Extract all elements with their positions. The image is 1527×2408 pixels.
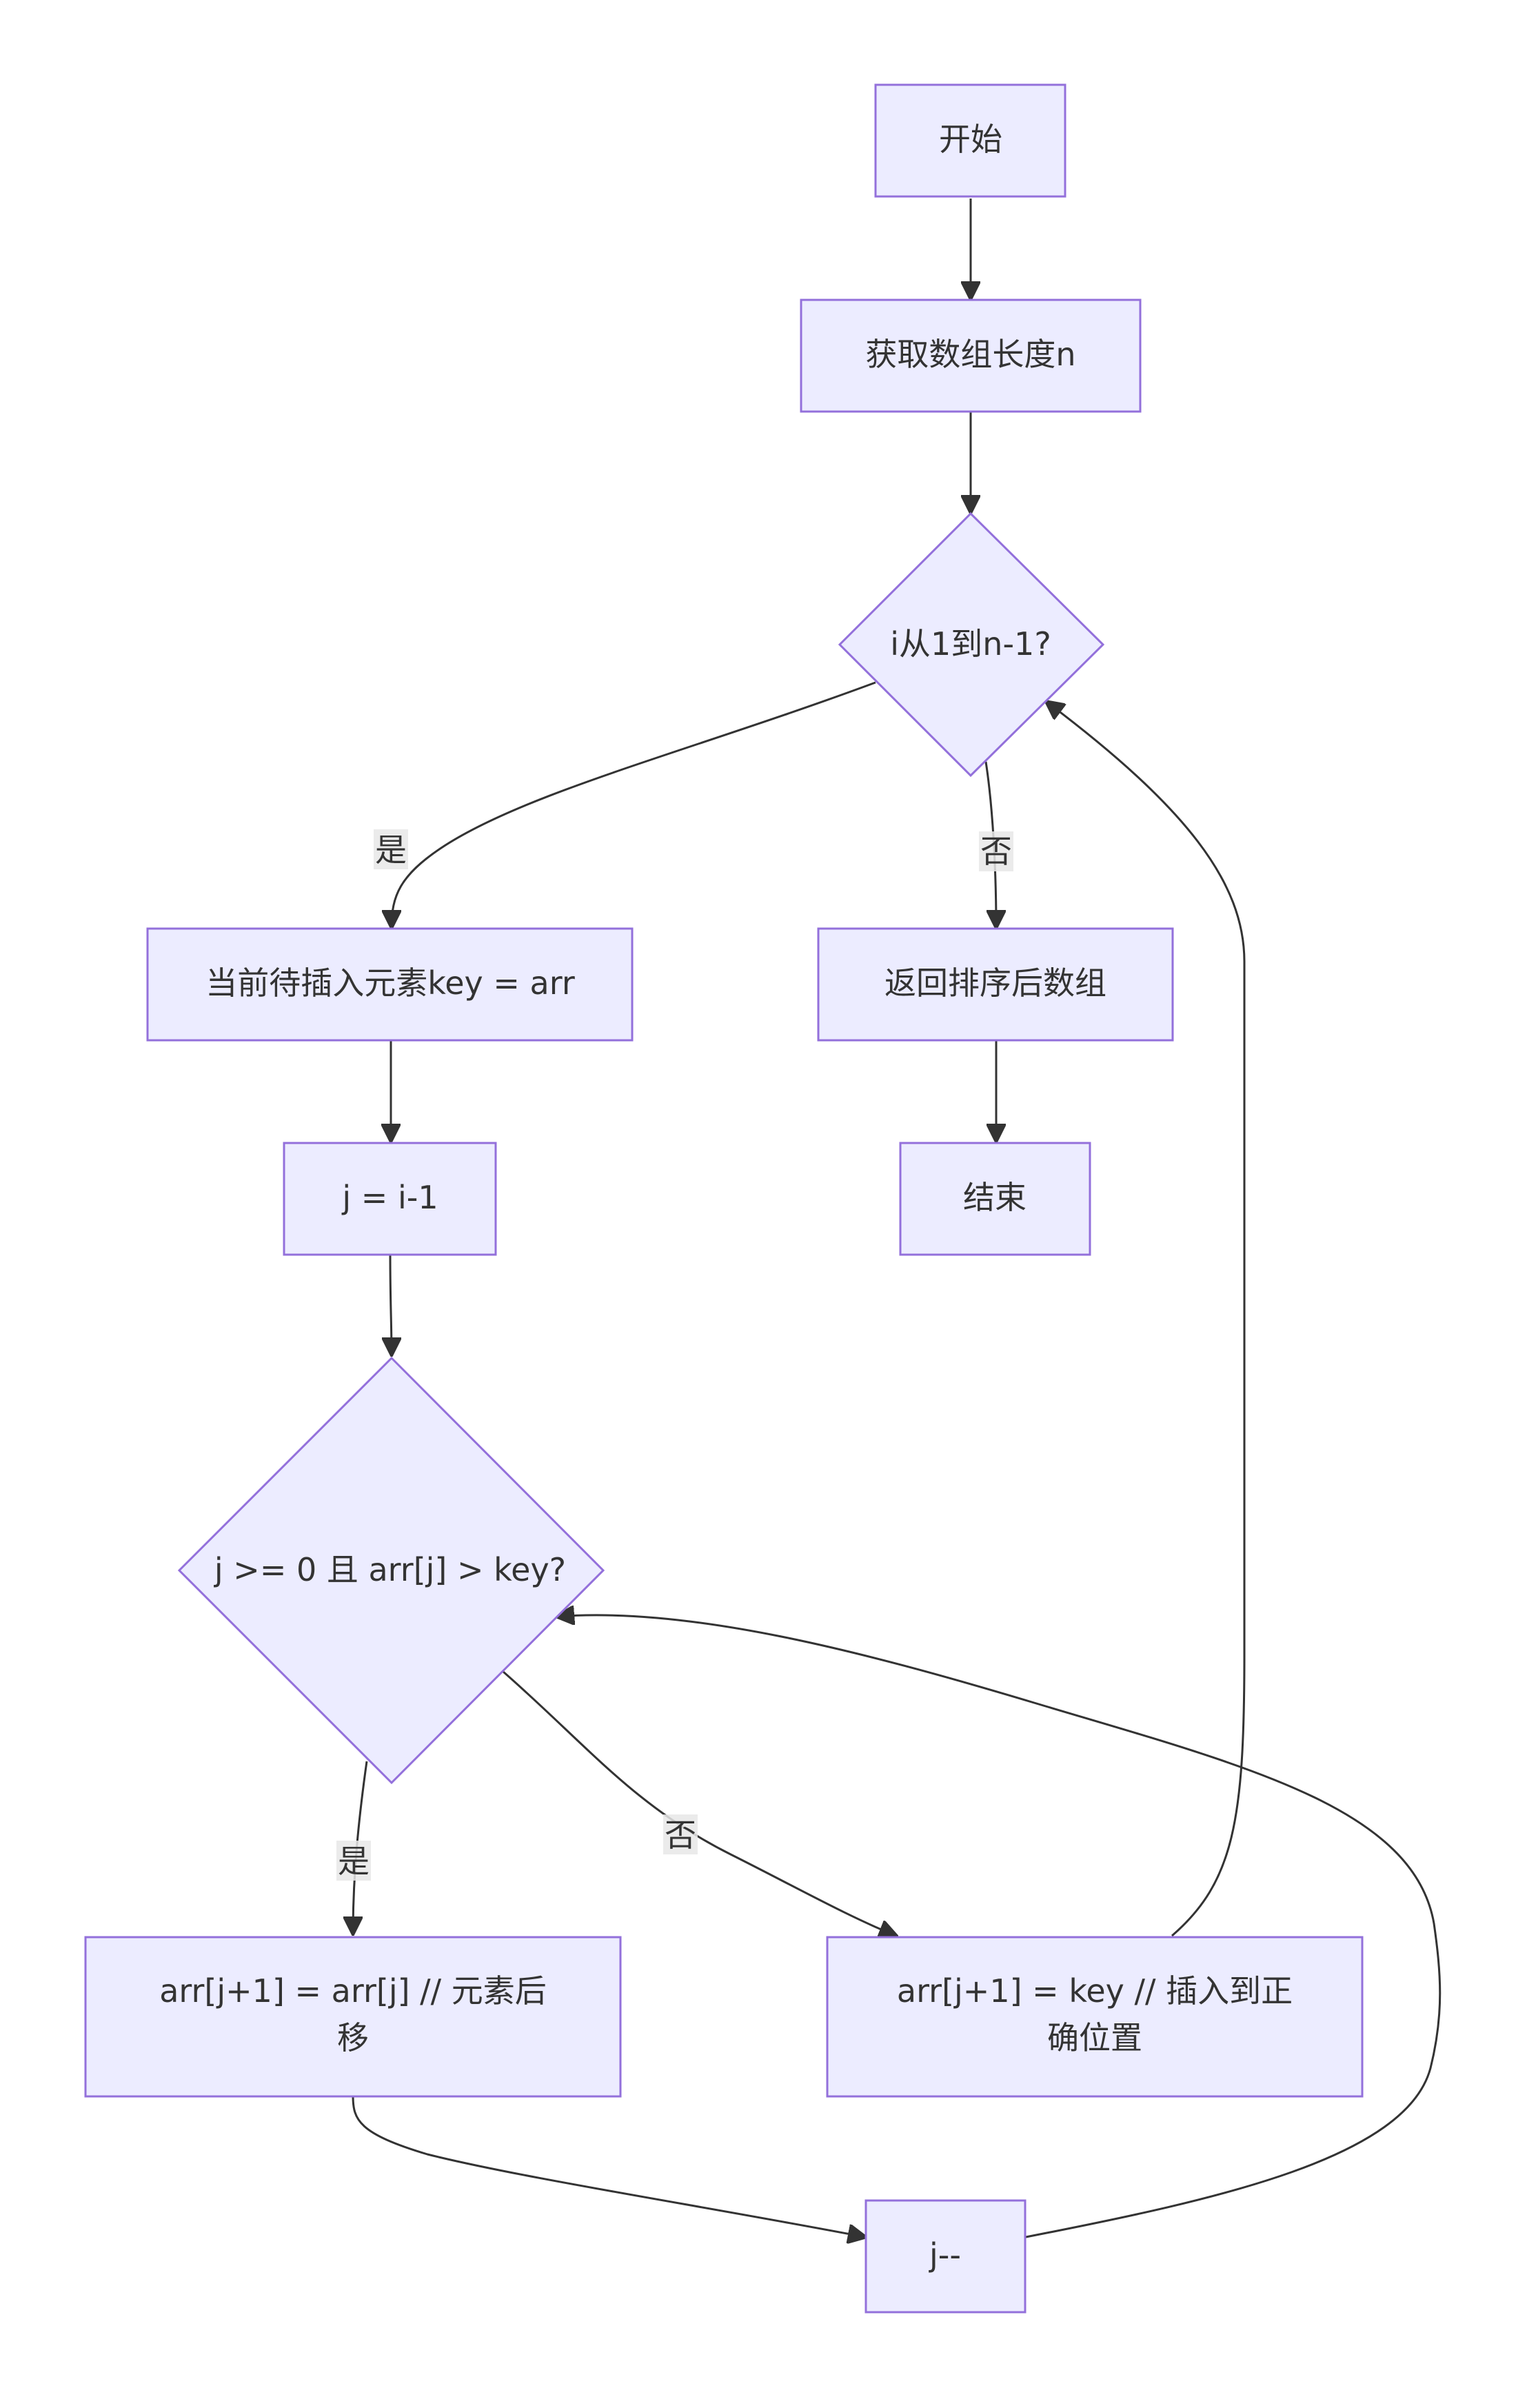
node-shift-label-line1: arr[j+1] = arr[j] // 元素后 bbox=[159, 1972, 547, 2010]
node-end: 结束 bbox=[899, 1142, 1091, 1256]
node-set-key-label: 当前待插入元素key = arr bbox=[205, 964, 575, 1002]
nodes: 开始 获取数组长度n i从1到n-1? 当前待插入元素key = arr 返回排… bbox=[84, 83, 1364, 2314]
node-return-label: 返回排序后数组 bbox=[884, 964, 1106, 1002]
edge-while-no bbox=[503, 1670, 896, 1936]
node-while-decision: j >= 0 且 arr[j] > key? bbox=[177, 1356, 605, 1785]
node-insert-label-line2: 确位置 bbox=[1047, 2019, 1142, 2056]
edge-label-loop-yes: 是 bbox=[375, 831, 407, 869]
node-insert-label-line1: arr[j+1] = key // 插入到正 bbox=[897, 1972, 1293, 2010]
node-shift: arr[j+1] = arr[j] // 元素后 移 bbox=[84, 1936, 622, 2098]
edge-label-while-no: 否 bbox=[665, 1817, 696, 1854]
node-set-j-label: j = i-1 bbox=[341, 1179, 438, 1216]
edge-label-while-yes: 是 bbox=[338, 1843, 370, 1880]
node-set-j: j = i-1 bbox=[283, 1142, 497, 1256]
node-loop-i-decision: i从1到n-1? bbox=[838, 512, 1105, 778]
node-start: 开始 bbox=[874, 83, 1066, 198]
node-decrement: j-- bbox=[864, 2199, 1027, 2314]
node-loop-i-label: i从1到n-1? bbox=[890, 625, 1051, 662]
edge-j-to-while bbox=[390, 1254, 392, 1355]
edge-shift-to-decrement bbox=[352, 2095, 865, 2237]
node-while-label: j >= 0 且 arr[j] > key? bbox=[214, 1551, 566, 1588]
edge-decrement-to-while bbox=[557, 1615, 1442, 2238]
edges bbox=[352, 199, 1442, 2238]
edge-labels: 是 否 是 否 bbox=[336, 829, 1013, 1881]
node-get-length: 获取数组长度n bbox=[800, 299, 1142, 413]
node-return: 返回排序后数组 bbox=[817, 927, 1174, 1042]
edge-label-loop-no: 否 bbox=[980, 833, 1012, 870]
node-insert: arr[j+1] = key // 插入到正 确位置 bbox=[826, 1936, 1364, 2098]
node-end-label: 结束 bbox=[963, 1179, 1027, 1216]
node-shift-label-line2: 移 bbox=[337, 2019, 369, 2056]
edge-loop-yes bbox=[392, 681, 876, 927]
node-decrement-label: j-- bbox=[929, 2236, 961, 2274]
edge-insert-to-loop bbox=[1046, 702, 1246, 1937]
node-get-length-label: 获取数组长度n bbox=[865, 336, 1075, 373]
node-start-label: 开始 bbox=[939, 121, 1002, 158]
node-set-key: 当前待插入元素key = arr bbox=[146, 927, 634, 1042]
